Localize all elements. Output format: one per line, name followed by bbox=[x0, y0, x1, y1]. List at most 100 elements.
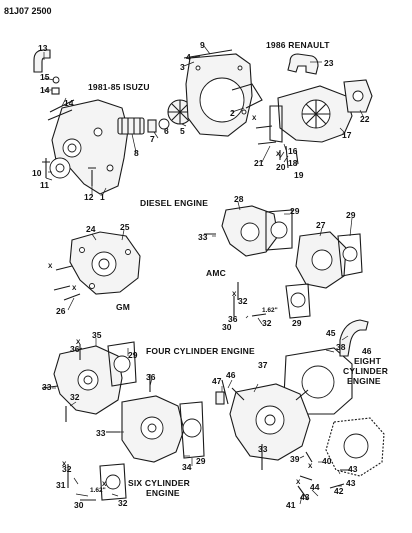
callout-29: 29 bbox=[290, 206, 300, 216]
callout-47: 47 bbox=[212, 376, 222, 386]
callout-6: 6 bbox=[164, 126, 169, 136]
callout-36: 36 bbox=[70, 344, 80, 354]
callout-38: 38 bbox=[336, 342, 346, 352]
callout-1: 1 bbox=[100, 192, 105, 202]
four-cyl-hub bbox=[83, 375, 93, 385]
shaft-ribs bbox=[121, 118, 141, 134]
callout-41: 41 bbox=[286, 500, 296, 510]
label-four-cylinder-engine: FOUR CYLINDER ENGINE bbox=[146, 346, 255, 356]
amc-gasket bbox=[265, 209, 293, 251]
callout-29: 29 bbox=[196, 456, 206, 466]
hose-elbow bbox=[33, 49, 51, 73]
bolt-hole bbox=[106, 164, 114, 172]
callout-22: 22 bbox=[360, 114, 370, 124]
callout-34: 34 bbox=[182, 462, 192, 472]
gm-hub bbox=[98, 258, 110, 270]
callout-14: 14 bbox=[40, 85, 50, 95]
isuzu-diesel-pump-assembly bbox=[33, 49, 263, 195]
bolt-hole bbox=[93, 127, 103, 137]
callout-30: 30 bbox=[222, 322, 232, 332]
six-cyl-gasket bbox=[179, 401, 205, 459]
six-cyl-hub bbox=[147, 423, 157, 433]
callout-43: 43 bbox=[300, 492, 310, 502]
eight-cyl-gasket-2 bbox=[325, 417, 385, 477]
callout-46: 46 bbox=[226, 370, 236, 380]
label-diesel-engine: DIESEL ENGINE bbox=[140, 198, 208, 208]
housing-port bbox=[352, 90, 364, 102]
callout-25: 25 bbox=[120, 222, 130, 232]
four-cyl-gasket bbox=[107, 341, 137, 387]
callout-30: 30 bbox=[74, 500, 84, 510]
callout-33: 33 bbox=[198, 232, 208, 242]
amc-bore-lower bbox=[311, 249, 333, 271]
callout-32: 32 bbox=[262, 318, 272, 328]
callout-21: 21 bbox=[254, 158, 264, 168]
ring bbox=[158, 118, 170, 130]
pulley-hub bbox=[55, 163, 65, 173]
callout-27: 27 bbox=[316, 220, 326, 230]
amc-gasket-lower bbox=[337, 233, 363, 277]
svg-text:X: X bbox=[62, 461, 67, 468]
svg-text:X: X bbox=[296, 479, 301, 486]
six-cylinder-pump-assembly: X X bbox=[62, 374, 205, 501]
callout-40: 40 bbox=[322, 456, 332, 466]
callout-39: 39 bbox=[290, 454, 300, 464]
label-six-engine: ENGINE bbox=[146, 488, 180, 498]
callout-9: 9 bbox=[200, 40, 205, 50]
bolt-hole bbox=[241, 109, 247, 115]
callout-14: 14 bbox=[64, 98, 74, 108]
amc-bore bbox=[240, 222, 260, 242]
callout-17: 17 bbox=[342, 130, 352, 140]
impeller-vanes bbox=[302, 100, 330, 128]
callout-7: 7 bbox=[150, 134, 155, 144]
gasket-hole bbox=[270, 221, 288, 239]
callout-29: 29 bbox=[292, 318, 302, 328]
callout-4: 4 bbox=[186, 52, 191, 62]
callout-20: 20 bbox=[276, 162, 286, 172]
gm-pump-assembly: X X bbox=[48, 231, 141, 301]
callout-23: 23 bbox=[324, 58, 334, 68]
callout-2: 2 bbox=[230, 108, 235, 118]
gasket-hole bbox=[343, 433, 369, 459]
amc-bolts bbox=[204, 233, 267, 317]
bolt-hole bbox=[125, 249, 131, 255]
svg-text:X: X bbox=[72, 285, 77, 292]
callout-24: 24 bbox=[86, 224, 96, 234]
four-cyl-bolts bbox=[41, 344, 81, 422]
callout-26: 26 bbox=[56, 306, 66, 316]
gasket bbox=[269, 105, 283, 143]
label-gm: GM bbox=[116, 302, 130, 312]
callout-29: 29 bbox=[346, 210, 356, 220]
callout-43: 43 bbox=[346, 478, 356, 488]
callout-44: 44 bbox=[310, 482, 320, 492]
callout-45: 45 bbox=[326, 328, 336, 338]
dimension-label: 1.62" bbox=[90, 487, 106, 494]
cover-gasket-edge bbox=[183, 49, 233, 59]
callout-33: 33 bbox=[258, 444, 268, 454]
pump-bore-inner bbox=[67, 143, 77, 153]
six-cyl-gasket-2 bbox=[99, 463, 127, 501]
label-renault: 1986 RENAULT bbox=[266, 40, 330, 50]
eight-cyl-hub bbox=[264, 414, 276, 426]
svg-text:X: X bbox=[232, 291, 237, 298]
label-six-cylinder: SIX CYLINDER bbox=[128, 478, 190, 488]
cover-recess bbox=[199, 77, 245, 123]
hose bbox=[287, 53, 319, 75]
callout-13: 13 bbox=[38, 43, 48, 53]
callout-42: 42 bbox=[334, 486, 344, 496]
gasket-hole bbox=[342, 246, 358, 262]
callout-33: 33 bbox=[96, 428, 106, 438]
callout-3: 3 bbox=[180, 62, 185, 72]
callout-33: 33 bbox=[42, 382, 52, 392]
hose-45 bbox=[339, 319, 369, 357]
svg-text:X: X bbox=[308, 463, 313, 470]
eight-cyl-bolts bbox=[261, 444, 350, 501]
bolt bbox=[88, 167, 96, 186]
six-cyl-bolts bbox=[67, 374, 151, 501]
gm-bolts bbox=[53, 265, 81, 301]
callout-36: 36 bbox=[228, 314, 238, 324]
bolt-hole bbox=[237, 65, 243, 71]
pump-shaft bbox=[117, 117, 145, 135]
gasket-hole bbox=[113, 355, 131, 373]
